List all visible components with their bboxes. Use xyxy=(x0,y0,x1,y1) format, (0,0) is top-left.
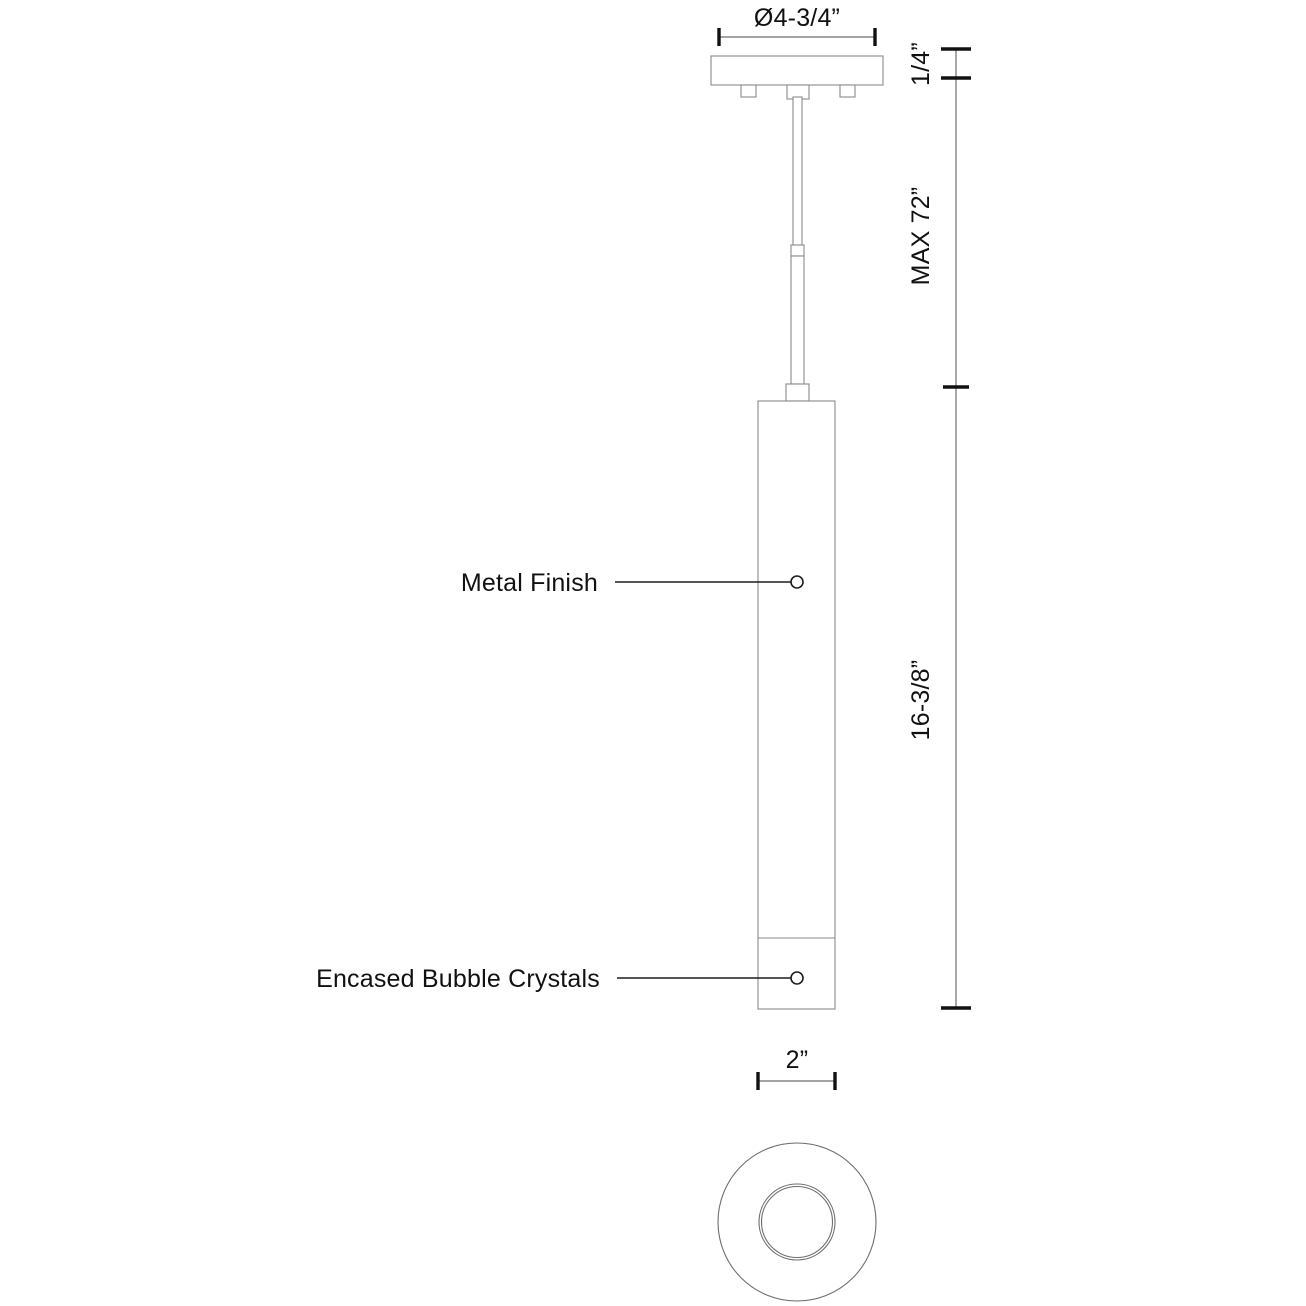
body-diameter-label: 2” xyxy=(786,1046,809,1074)
plan-view-canopy xyxy=(717,1142,877,1302)
callout-encased-bubble-crystals xyxy=(617,971,804,985)
max-drop-dimension xyxy=(943,80,969,392)
body-diameter-dimension xyxy=(756,1072,837,1090)
canopy-assembly xyxy=(710,55,884,100)
callout-metal-finish xyxy=(615,575,804,589)
canopy-height-dimension xyxy=(941,47,971,80)
canopy-diameter-dimension xyxy=(717,28,877,46)
max-drop-label: MAX 72” xyxy=(907,187,935,286)
body-height-dimension xyxy=(941,392,971,1010)
callout-metal-finish-label: Metal Finish xyxy=(461,569,598,597)
canopy-diameter-label: Ø4-3/4” xyxy=(754,4,840,32)
suspension-cord xyxy=(785,96,810,402)
pendant-cylinder-body xyxy=(757,400,836,1010)
canopy-height-label: 1/4” xyxy=(907,42,935,86)
body-height-label: 16-3/8” xyxy=(907,660,935,741)
callout-encased-bubble-crystals-label: Encased Bubble Crystals xyxy=(316,965,600,993)
